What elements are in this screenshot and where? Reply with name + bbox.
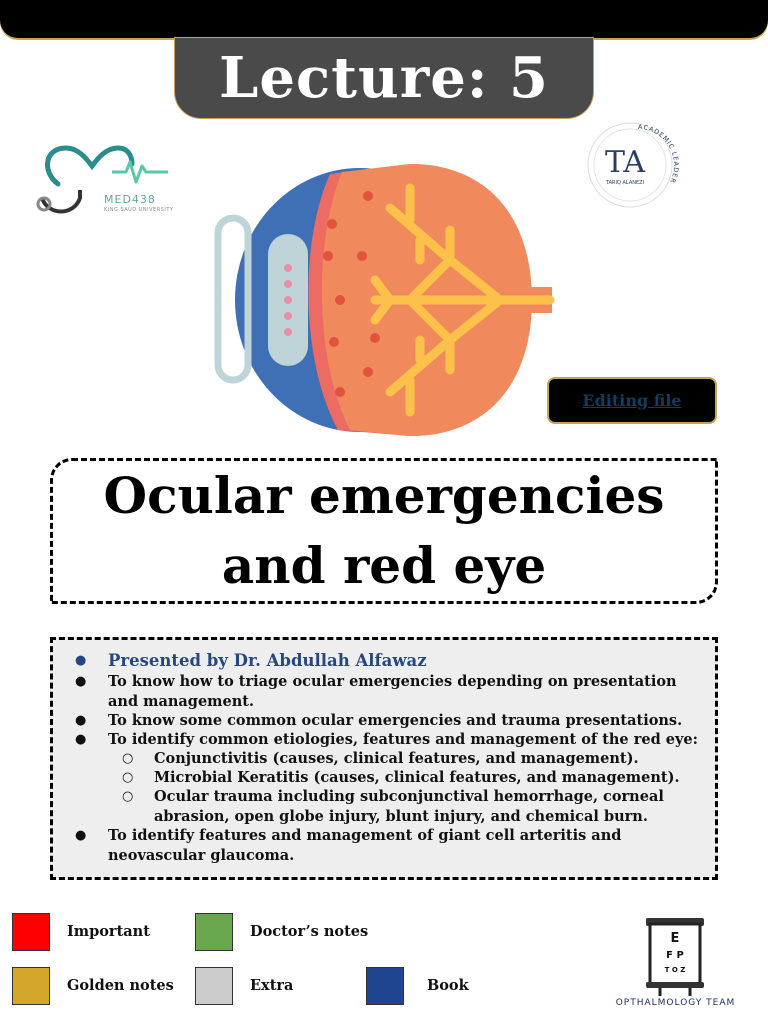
- circle-bullet-icon: ○: [122, 770, 134, 785]
- sub-objective-item: ○ Ocular trauma including subconjunctiva…: [122, 787, 714, 826]
- sub-objective-text: Conjunctivitis (causes, clinical feature…: [154, 750, 639, 767]
- legend-label-book: Book: [427, 977, 469, 994]
- bullet-icon: ●: [75, 653, 87, 668]
- legend-label-golden-notes: Golden notes: [67, 977, 174, 994]
- sub-objective-item: ○ Conjunctivitis (causes, clinical featu…: [122, 749, 714, 769]
- objective-item: ● To know how to triage ocular emergenci…: [75, 672, 708, 711]
- objective-item: ● To know some common ocular emergencies…: [75, 711, 708, 731]
- editing-file-link[interactable]: Editing file: [582, 391, 682, 410]
- sub-objective-text: Ocular trauma including subconjunctival …: [154, 788, 664, 825]
- bullet-icon: ●: [75, 713, 87, 728]
- academic-person: TARIQ ALANEZI: [605, 180, 644, 186]
- presenter-item: ● Presented by Dr. Abdullah Alfawaz: [75, 651, 708, 671]
- bullet-icon: ●: [75, 674, 87, 689]
- editing-file-button[interactable]: Editing file: [547, 377, 717, 424]
- objective-text: To know how to triage ocular emergencies…: [108, 673, 677, 710]
- title-line-1: Ocular emergencies: [103, 466, 665, 525]
- objectives-box: ● Presented by Dr. Abdullah Alfawaz ● To…: [50, 637, 718, 880]
- bullet-icon: ●: [75, 828, 87, 843]
- lecture-tab: Lecture: 5: [175, 38, 593, 118]
- legend-swatch-doctors-notes: [195, 913, 233, 951]
- circle-bullet-icon: ○: [122, 751, 134, 766]
- legend-swatch-important: [12, 913, 50, 951]
- legend-label-extra: Extra: [250, 977, 294, 994]
- title-box: Ocular emergencies and red eye: [50, 458, 718, 604]
- bullet-icon: ●: [75, 732, 87, 747]
- lecture-label: Lecture: 5: [219, 45, 549, 111]
- academic-leader-logo: ACADEMIC LEADER TA TARIQ ALANEZI: [587, 122, 679, 208]
- legend-swatch-book: [366, 967, 404, 1005]
- eye-illustration: [214, 164, 555, 436]
- objective-text: To identify common etiologies, features …: [108, 731, 698, 748]
- sub-objective-item: ○ Microbial Keratitis (causes, clinical …: [122, 768, 714, 788]
- legend-swatch-golden-notes: [12, 967, 50, 1005]
- legend-label-doctors-notes: Doctor’s notes: [250, 923, 369, 940]
- sub-objective-text: Microbial Keratitis (causes, clinical fe…: [154, 769, 680, 786]
- presenter-text: Presented by Dr. Abdullah Alfawaz: [108, 651, 427, 670]
- med-logo-subtitle: KING SAUD UNIVERSITY: [104, 207, 174, 213]
- team-name: OPTHALMOLOGY TEAM: [615, 998, 736, 1008]
- eye-chart-row-3: T O Z: [665, 966, 686, 974]
- academic-initials: TA: [605, 145, 645, 180]
- objective-item: ● To identify features and management of…: [75, 826, 708, 865]
- eye-chart-row-2: F P: [666, 950, 684, 961]
- objective-item: ● To identify common etiologies, feature…: [75, 730, 708, 750]
- objective-text: To identify features and management of g…: [108, 827, 622, 864]
- eye-chart-row-1: E: [671, 931, 680, 946]
- title-line-2: and red eye: [221, 536, 547, 595]
- legend-label-important: Important: [67, 923, 150, 940]
- med-logo-text: MED438: [104, 193, 156, 206]
- top-bar: [0, 0, 768, 38]
- circle-bullet-icon: ○: [122, 789, 134, 804]
- page-title: Ocular emergencies and red eye: [104, 461, 665, 601]
- legend-swatch-extra: [195, 967, 233, 1005]
- med438-logo: [36, 145, 168, 214]
- objective-text: To know some common ocular emergencies a…: [108, 712, 683, 729]
- ophthalmology-team-logo: E F P T O Z: [646, 918, 704, 996]
